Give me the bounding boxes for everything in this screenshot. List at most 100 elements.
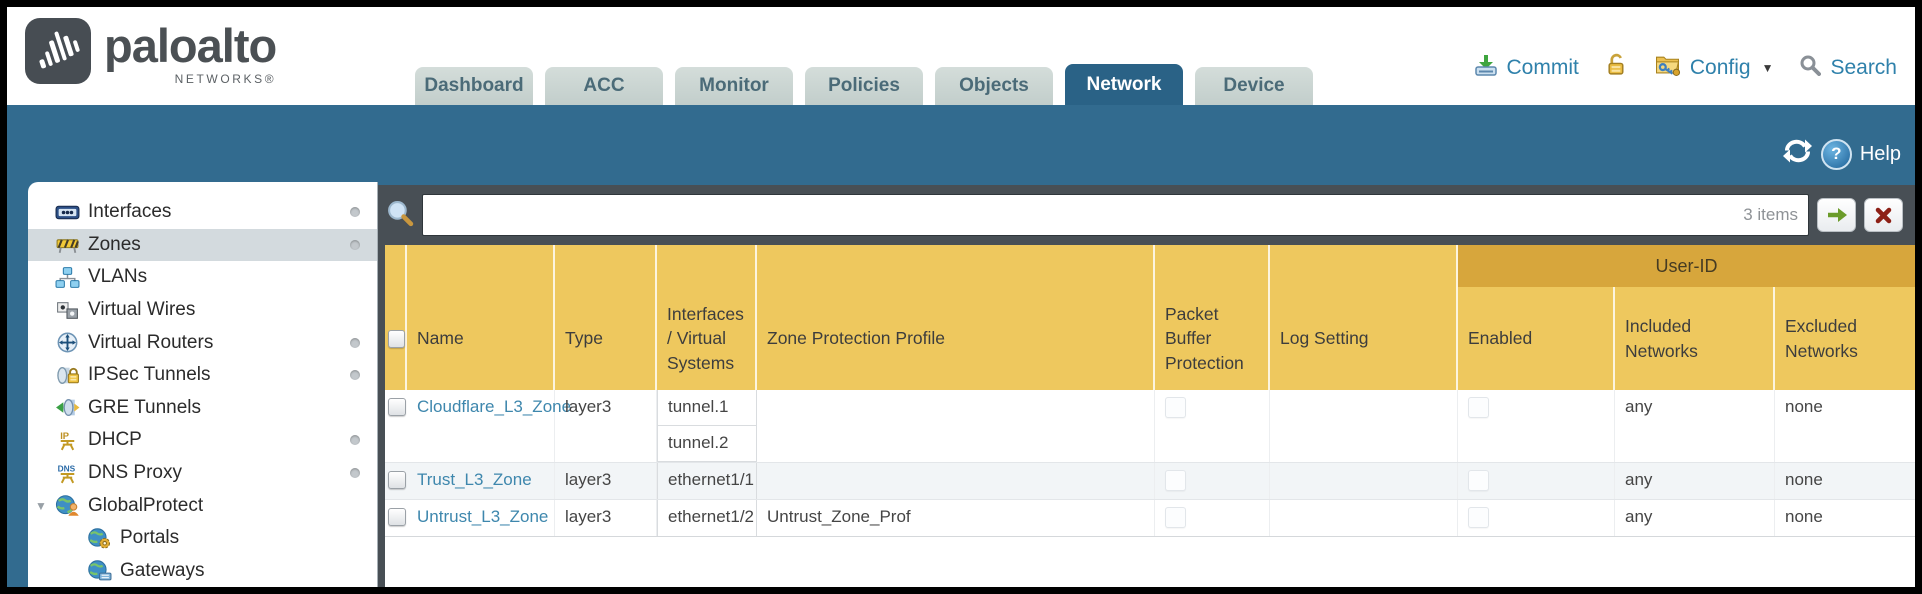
column-header-excluded-networks[interactable]: Excluded Networks (1785, 316, 1858, 361)
column-header-interfaces-virtual-systems[interactable]: Interfaces / Virtual Systems (657, 245, 757, 390)
select-all-header-cell (385, 245, 407, 390)
zone-name-link[interactable]: Untrust_L3_Zone (417, 507, 549, 526)
user-id-enabled-checkbox[interactable] (1468, 470, 1489, 491)
sidebar-item-interfaces[interactable]: Interfaces (28, 196, 377, 229)
zone-protection-profile-cell (757, 463, 1155, 499)
user-id-enabled-checkbox[interactable] (1468, 507, 1489, 528)
zone-name-cell: Trust_L3_Zone (407, 463, 555, 499)
zone-name-link[interactable]: Trust_L3_Zone (417, 470, 532, 489)
sidebar-item-dns-proxy[interactable]: DNS DNS Proxy (28, 457, 377, 490)
sidebar-item-zones[interactable]: Zones (28, 228, 377, 262)
sidebar-item-virtual-wires[interactable]: Virtual Wires (28, 294, 377, 327)
excluded-networks-cell: none (1785, 397, 1823, 416)
sidebar-item-ipsec-tunnels[interactable]: IPSec Tunnels (28, 359, 377, 392)
config-button[interactable]: Config (1689, 55, 1751, 79)
interfaces-cell: ethernet1/2 (657, 500, 757, 536)
sidebar-item-label: IPSec Tunnels (88, 364, 211, 386)
zone-name-link[interactable]: Cloudflare_L3_Zone (417, 397, 572, 416)
lock-icon[interactable] (1605, 53, 1628, 82)
column-header-name[interactable]: Name (407, 245, 555, 390)
gre-tunnels-icon (55, 397, 80, 418)
sidebar-item-label: GRE Tunnels (88, 396, 201, 418)
clear-filter-button[interactable] (1864, 198, 1903, 232)
sidebar-item-gre-tunnels[interactable]: GRE Tunnels (28, 392, 377, 425)
sidebar-item-gateways[interactable]: Gateways (28, 555, 377, 587)
sidebar-item-label: GlobalProtect (88, 494, 204, 516)
toolbar: ? Help (1782, 138, 1901, 170)
sidebar-item-label: Virtual Routers (88, 331, 214, 353)
main-nav-tabs: Dashboard ACC Monitor Policies Objects Networ… (415, 64, 1313, 105)
status-dot (350, 337, 360, 348)
help-label[interactable]: Help (1859, 142, 1901, 165)
packet-buffer-cell (1155, 463, 1270, 499)
apply-filter-button[interactable] (1817, 198, 1856, 232)
expander-icon[interactable]: ▼ (35, 498, 47, 513)
column-header-included-networks[interactable]: Included Networks (1615, 245, 1775, 390)
zones-icon (55, 234, 80, 255)
refresh-icon[interactable] (1782, 138, 1813, 170)
row-checkbox[interactable] (388, 398, 406, 416)
paloalto-logo: paloalto NETWORKS® (25, 18, 277, 86)
sidebar-item-globalprotect[interactable]: ▼ GlobalProtect (28, 489, 377, 522)
sidebar-item-vlans[interactable]: VLANs (28, 261, 377, 294)
brand-subtitle: NETWORKS® (174, 72, 277, 86)
row-select-cell (385, 463, 407, 499)
sidebar-item-virtual-routers[interactable]: Virtual Routers (28, 326, 377, 359)
user-id-enabled-cell (1458, 500, 1615, 536)
column-header-type[interactable]: Type (555, 245, 657, 390)
ipsec-tunnels-icon (55, 365, 80, 386)
user-id-enabled-cell (1458, 390, 1615, 462)
zone-type-cell: layer3 (555, 500, 657, 536)
gateways-icon (87, 560, 112, 581)
sidebar-item-label: DHCP (88, 429, 142, 451)
items-count: 3 items (1743, 205, 1798, 224)
chevron-down-icon[interactable]: ▼ (1761, 60, 1774, 75)
sidebar-item-portals[interactable]: Portals (28, 522, 377, 555)
tab-objects[interactable]: Objects (935, 67, 1053, 105)
packet-buffer-checkbox[interactable] (1165, 507, 1186, 528)
app-header: paloalto NETWORKS® Dashboard ACC Monitor Po… (7, 7, 1915, 105)
column-header-packet-buffer-protection[interactable]: Packet Buffer Protection (1155, 245, 1270, 390)
tab-monitor[interactable]: Monitor (675, 67, 793, 105)
row-checkbox[interactable] (388, 471, 406, 489)
select-all-checkbox[interactable] (388, 329, 405, 348)
user-id-enabled-cell (1458, 463, 1615, 499)
status-dot (350, 435, 360, 446)
svg-text:DNS: DNS (58, 463, 76, 473)
filter-input[interactable] (431, 204, 1744, 226)
interfaces-cell: ethernet1/1 (657, 463, 757, 499)
user-id-enabled-checkbox[interactable] (1468, 397, 1489, 418)
column-header-enabled[interactable]: Enabled (1458, 245, 1615, 390)
filter-bar: 3 items (378, 185, 1915, 245)
help-icon[interactable]: ? (1820, 138, 1852, 170)
row-checkbox[interactable] (388, 508, 406, 526)
tab-device[interactable]: Device (1195, 67, 1313, 105)
row-select-cell (385, 500, 407, 536)
packet-buffer-checkbox[interactable] (1165, 397, 1186, 418)
sidebar-item-label: DNS Proxy (88, 462, 182, 484)
log-setting-cell (1270, 463, 1458, 499)
tab-acc[interactable]: ACC (545, 67, 663, 105)
tab-dashboard[interactable]: Dashboard (415, 67, 533, 105)
vlans-icon (55, 267, 80, 288)
zone-protection-profile-cell: Untrust_Zone_Prof (757, 500, 1155, 536)
search-icon (1799, 54, 1822, 82)
zone-type-cell: layer3 (555, 463, 657, 499)
packet-buffer-checkbox[interactable] (1165, 470, 1186, 491)
status-dot (350, 207, 360, 218)
row-select-cell (385, 390, 407, 462)
column-header-zone-protection-profile[interactable]: Zone Protection Profile (757, 245, 1155, 390)
search-button[interactable]: Search (1830, 55, 1897, 79)
tab-policies[interactable]: Policies (805, 67, 923, 105)
globalprotect-icon (55, 495, 80, 516)
filter-input-box: 3 items (422, 194, 1809, 236)
brand-name: paloalto (104, 19, 277, 72)
tab-network[interactable]: Network (1065, 64, 1183, 105)
commit-button[interactable]: Commit (1506, 55, 1579, 79)
column-header-log-setting[interactable]: Log Setting (1270, 245, 1458, 390)
